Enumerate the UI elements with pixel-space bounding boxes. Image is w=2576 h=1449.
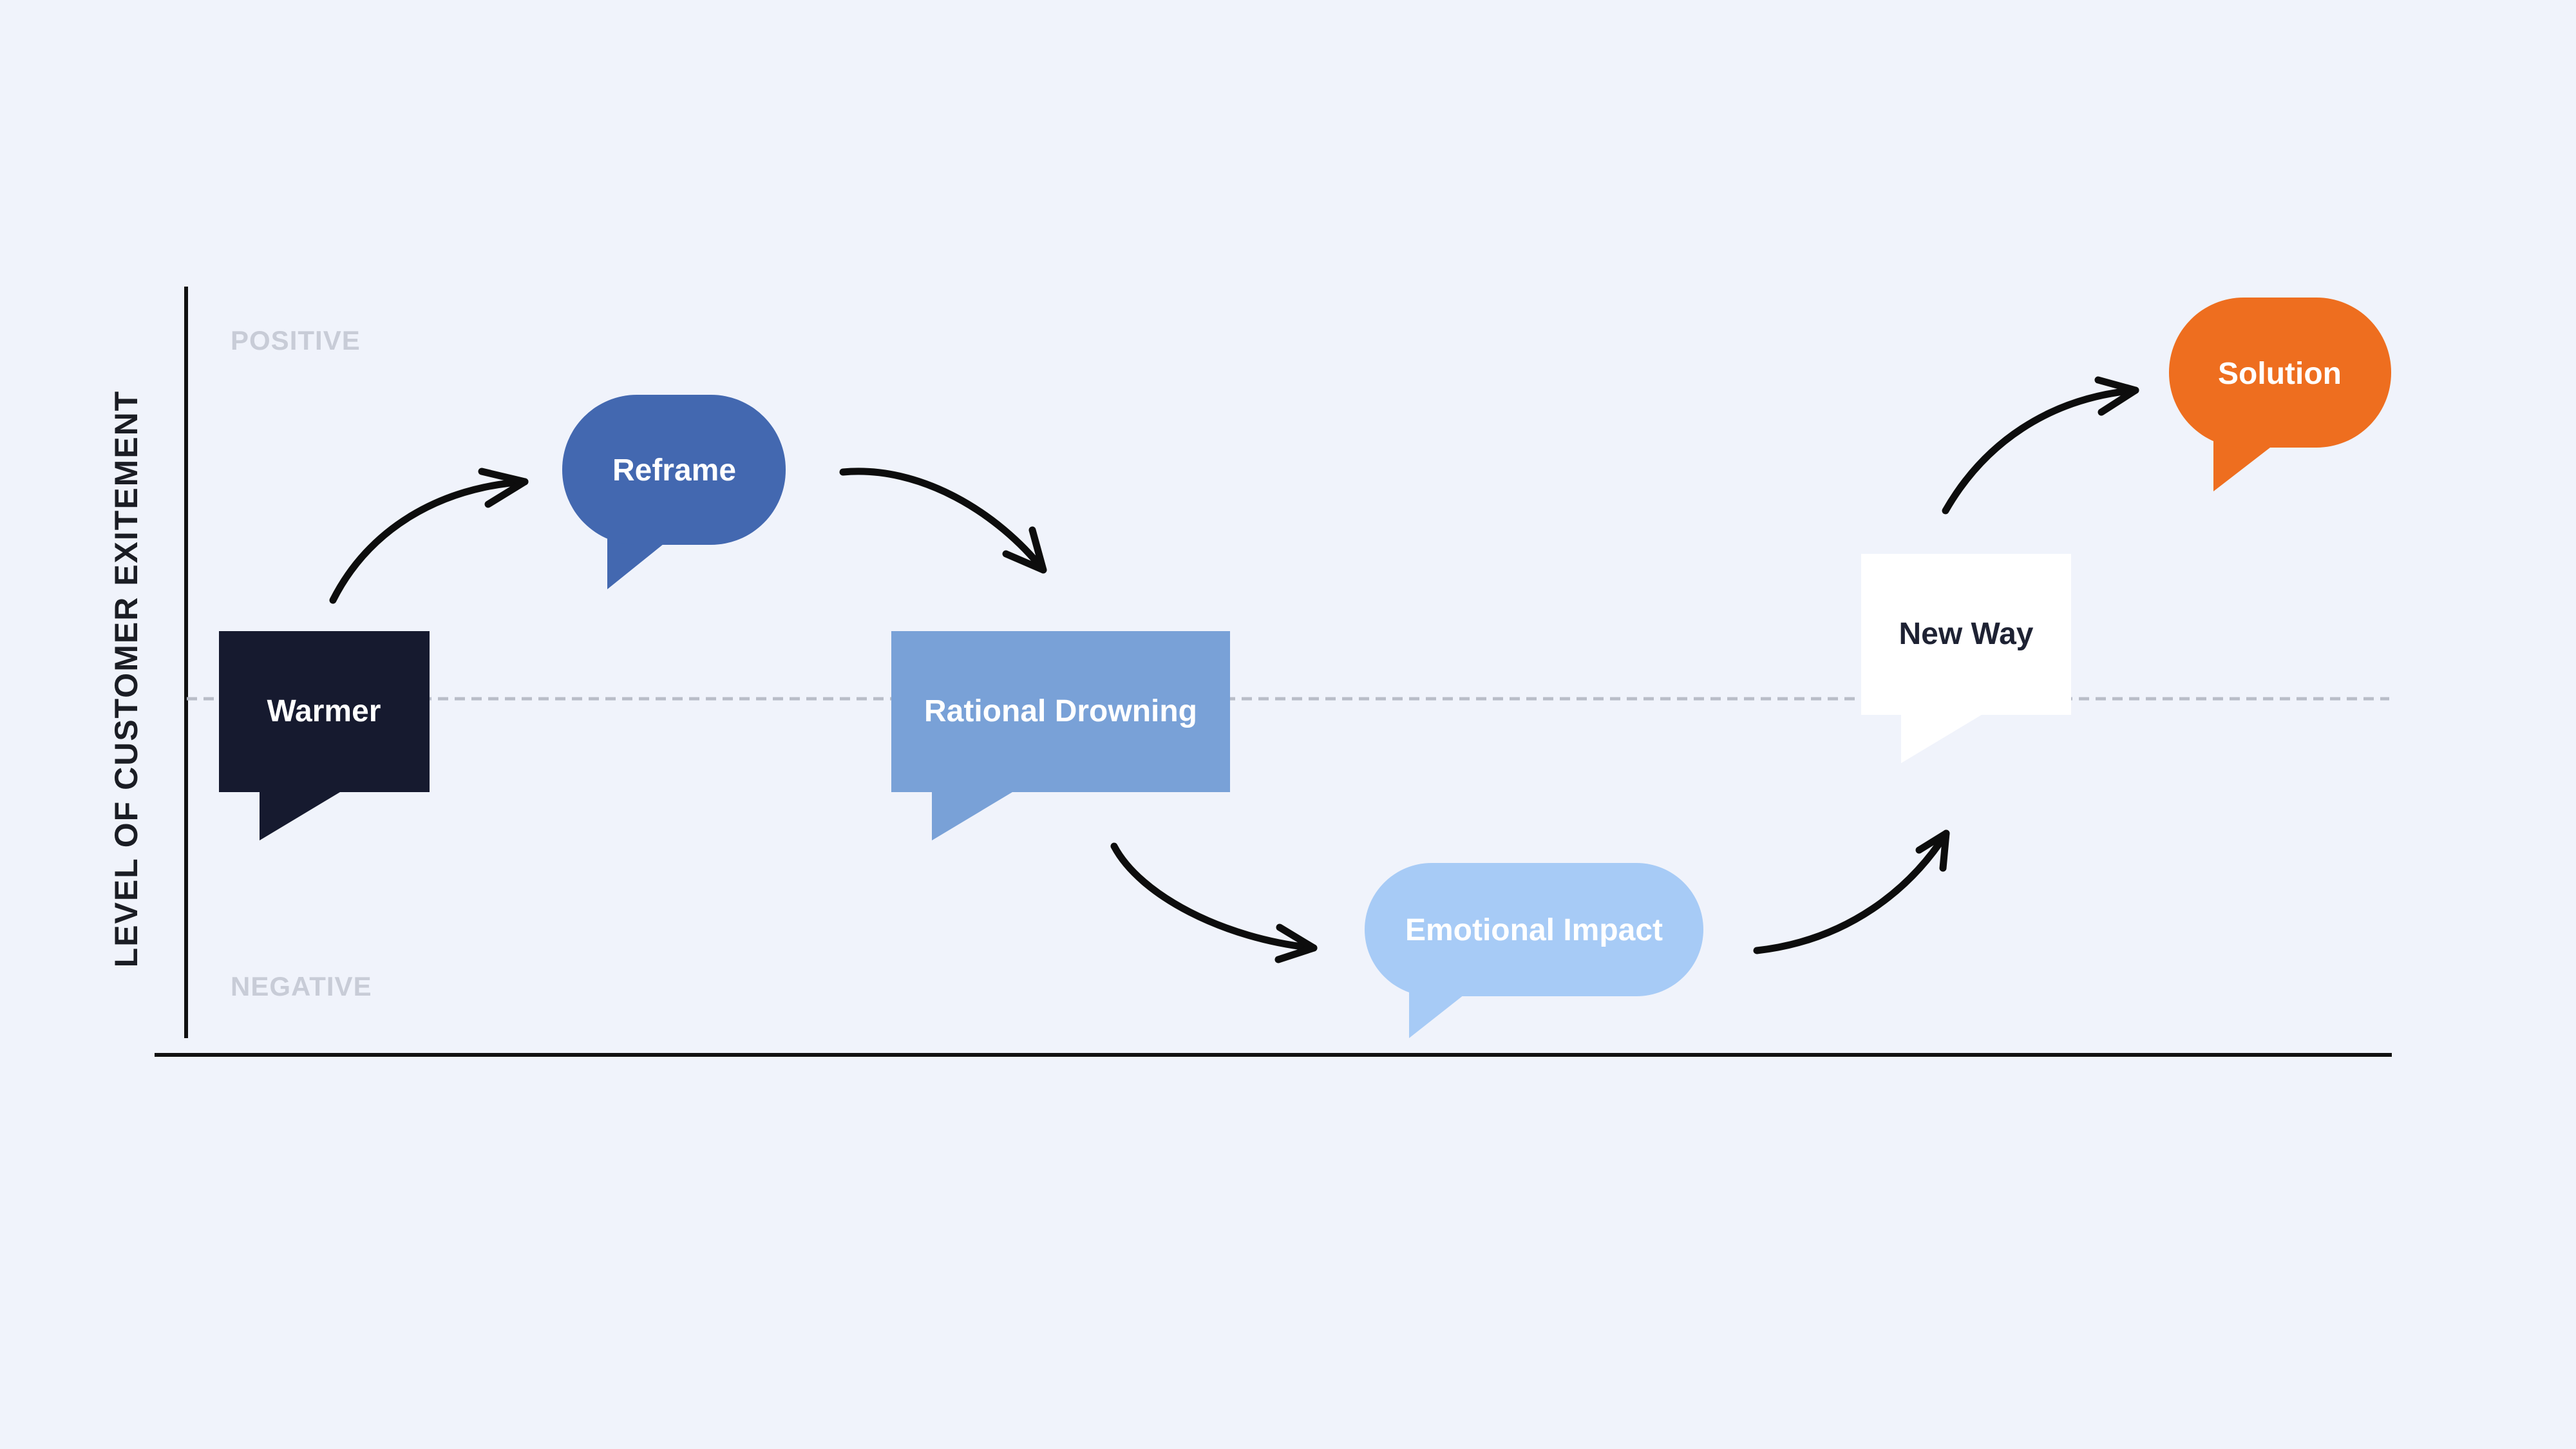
positive-zone-label: POSITIVE (231, 325, 361, 355)
solution-bubble-tail (2213, 438, 2270, 491)
solution-label: Solution (2218, 357, 2342, 391)
reframe-label: Reframe (612, 453, 736, 488)
emotional-impact-label: Emotional Impact (1405, 913, 1663, 947)
reframe-bubble (562, 395, 786, 545)
new-way-label: New Way (1899, 617, 2034, 651)
arrow-warmer-to-reframe (329, 468, 529, 604)
step-warmer: Warmer (219, 631, 430, 840)
step-reframe: Reframe (562, 395, 786, 589)
flow-arrows (329, 376, 2139, 963)
arrow-emotional-impact-to-new-way (1753, 829, 1950, 954)
solution-bubble (2169, 298, 2391, 448)
warmer-bubble (219, 631, 430, 792)
step-rational-drowning: Rational Drowning (891, 631, 1230, 840)
rational-drowning-bubble (891, 631, 1230, 792)
step-emotional-impact: Emotional Impact (1365, 863, 1703, 1038)
negative-zone-label: NEGATIVE (231, 971, 372, 1001)
reframe-bubble-tail (607, 533, 663, 589)
arrow-reframe-to-rational-drowning (839, 468, 1047, 574)
new-way-bubble (1861, 554, 2071, 715)
rational-drowning-bubble-tail (932, 789, 1012, 840)
arrow-new-way-to-solution (1942, 376, 2139, 515)
step-solution: Solution (2169, 298, 2391, 491)
step-new-way: New Way (1861, 554, 2071, 763)
warmer-label: Warmer (267, 694, 381, 728)
emotional-impact-bubble (1365, 863, 1703, 996)
rational-drowning-label: Rational Drowning (924, 694, 1197, 728)
emotional-impact-bubble-tail (1409, 985, 1464, 1038)
warmer-bubble-tail (260, 789, 340, 840)
new-way-bubble-tail (1901, 712, 1982, 763)
arrow-rational-drowning-to-emotional-impact (1110, 842, 1318, 963)
y-axis-title: LEVEL OF CUSTOMER EXITEMENT (108, 390, 144, 968)
